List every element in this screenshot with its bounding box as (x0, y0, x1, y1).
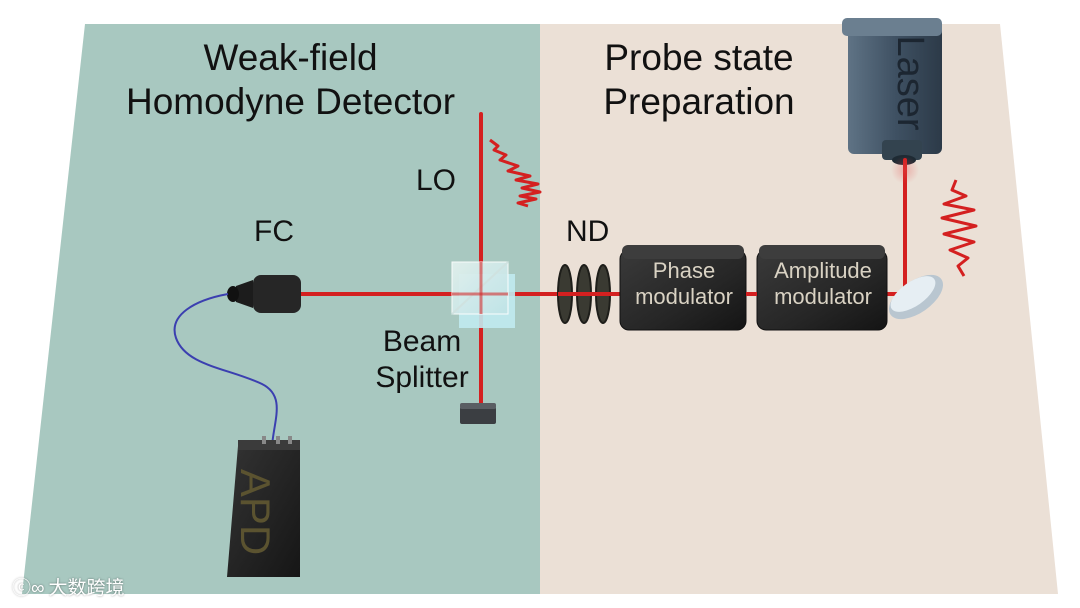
lo-label: LO (416, 164, 457, 197)
apd-label: APD (232, 468, 279, 556)
watermark-logo-icon: ⓒ∞ (12, 578, 45, 599)
laser-pulse-icon (940, 179, 978, 277)
fiber-coupler (227, 275, 301, 313)
phase-modulator-label-line2: modulator (635, 284, 733, 309)
lo-pulse-icon (489, 138, 542, 208)
amplitude-modulator-label-line2: modulator (774, 284, 872, 309)
beam-splitter-label-line1: Beam (382, 325, 462, 358)
laser (842, 18, 942, 165)
beam-dump (460, 403, 496, 424)
preparation-title: Probe state Preparation (588, 36, 810, 124)
detector-title-line1: Weak-field (203, 37, 378, 78)
phase-modulator (619, 245, 747, 331)
fc-label: FC (254, 215, 294, 248)
amplitude-modulator-label: Amplitude modulator (760, 258, 886, 310)
amplitude-modulator-label-line1: Amplitude (774, 258, 872, 283)
watermark: ⓒ∞ 大数跨境 (12, 573, 125, 600)
beam-splitter-label: Beam Splitter (366, 324, 478, 396)
nd-label: ND (566, 215, 610, 248)
optical-fiber (173, 293, 278, 447)
preparation-title-line1: Probe state (604, 37, 794, 78)
amplitude-modulator (756, 245, 888, 331)
detector-title-line2: Homodyne Detector (125, 81, 456, 122)
beam-splitter-label-line2: Splitter (375, 361, 469, 394)
phase-modulator-label: Phase modulator (624, 258, 744, 310)
watermark-text: 大数跨境 (48, 578, 125, 599)
preparation-title-line2: Preparation (603, 81, 795, 122)
phase-modulator-label-line1: Phase (652, 258, 716, 283)
fold-mirror (888, 274, 944, 320)
apd-detector (227, 436, 300, 577)
detector-title: Weak-field Homodyne Detector (98, 36, 483, 124)
beam-splitter (451, 261, 515, 328)
laser-label: Laser (889, 35, 931, 131)
